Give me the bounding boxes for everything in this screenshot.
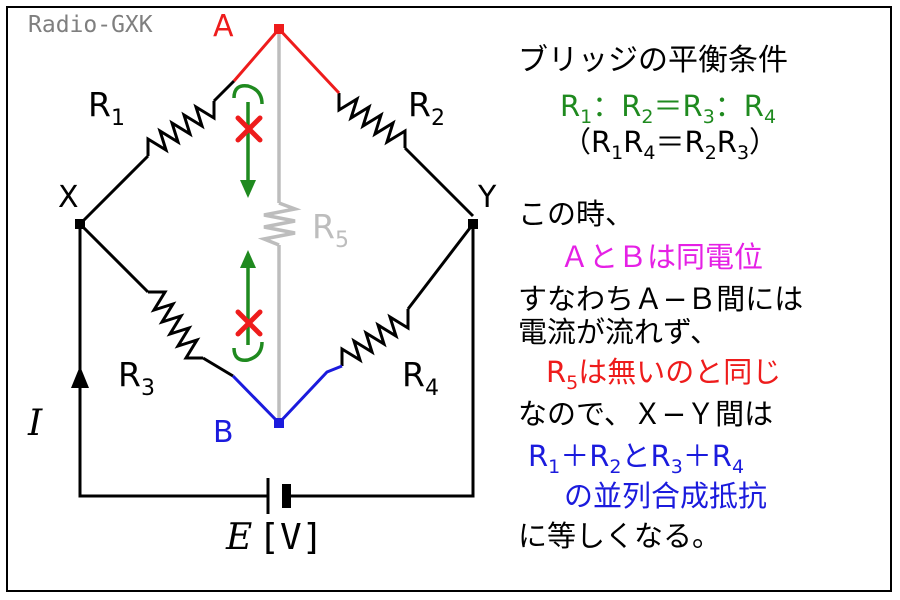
resistor-r4-zigzag xyxy=(340,309,410,366)
r5-label: R5 xyxy=(312,207,349,253)
arrow-bottom-curve xyxy=(232,341,264,362)
node-y-label: Y xyxy=(478,180,497,215)
wire-r2-y xyxy=(403,146,475,218)
wire-r1-top xyxy=(212,79,236,103)
battery-short-plate xyxy=(282,484,291,508)
node-a-dot xyxy=(274,24,284,34)
wire-x-r1 xyxy=(78,154,150,226)
text-line-4: 電流が流れず、 xyxy=(518,315,719,349)
resistor-r5-zigzag xyxy=(257,201,302,247)
wire-x-r3 xyxy=(78,222,150,294)
text-combined-1: R1＋R2とR3＋R4 xyxy=(528,439,745,478)
balance-ratio: R1：R2＝R3：R4 xyxy=(560,89,777,128)
node-x-dot xyxy=(75,219,85,229)
wire-r3-bottom xyxy=(202,356,234,378)
node-y-dot xyxy=(468,219,478,229)
resistor-r1-zigzag xyxy=(146,101,216,156)
wire-right-loop xyxy=(290,224,475,498)
text-line-3: すなわちＡ−Ｂ間には xyxy=(518,282,804,316)
node-b-label: B xyxy=(213,415,234,450)
node-a-label: A xyxy=(213,9,234,44)
r3-label: R3 xyxy=(118,355,155,401)
node-x-label: X xyxy=(58,180,79,215)
r2-label: R2 xyxy=(408,85,445,131)
heading: ブリッジの平衡条件 xyxy=(518,43,788,78)
emf-label: E[V] xyxy=(226,517,324,558)
text-combined-2: の並列合成抵抗 xyxy=(564,479,768,513)
r1-label: R1 xyxy=(88,85,125,131)
text-same-potential: ＡとＢは同電位 xyxy=(560,240,764,274)
text-line-1: この時、 xyxy=(518,197,635,231)
wire-left-loop xyxy=(78,224,268,498)
watermark: Radio-GXK xyxy=(28,12,153,38)
node-b-dot xyxy=(274,418,284,428)
balance-product: （R1R4＝R2R3） xyxy=(562,125,779,164)
up-arrow-icon xyxy=(240,250,256,268)
down-arrow-icon xyxy=(240,180,256,198)
text-r5-absent: R5は無いのと同じ xyxy=(546,355,782,394)
resistor-r3-zigzag xyxy=(148,290,203,360)
cross-bottom-icon xyxy=(235,309,263,337)
resistor-r2-zigzag xyxy=(337,93,407,148)
arrow-top-curve xyxy=(232,84,264,105)
text-line-9: に等しくなる。 xyxy=(518,519,722,553)
current-label: I xyxy=(28,403,43,444)
diagram-frame xyxy=(6,6,892,592)
cross-top-icon xyxy=(235,115,263,143)
wire-r4-y xyxy=(406,223,475,310)
current-arrow-icon xyxy=(71,366,89,388)
branch-a xyxy=(232,26,341,95)
r4-label: R4 xyxy=(402,355,439,401)
text-line-6: なので、Ｘ−Ｙ間は xyxy=(518,397,774,431)
branch-b xyxy=(231,364,343,426)
